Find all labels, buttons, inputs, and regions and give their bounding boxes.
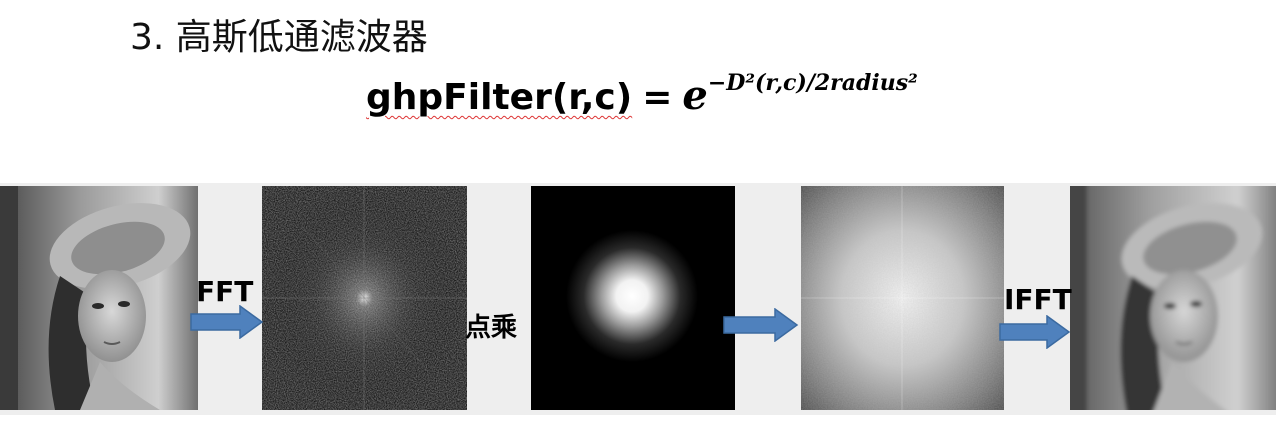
pipeline-strip: FFT 点乘 IFFT <box>0 183 1276 415</box>
arrow-right-icon <box>723 308 799 342</box>
formula-lhs: ghpFilter(r,c) <box>366 77 633 118</box>
filtered-spectrum <box>801 186 1004 410</box>
formula-base: e <box>682 72 708 119</box>
filtered-image <box>1070 186 1276 410</box>
multiply-label: 点乘 <box>465 313 518 343</box>
arrow-right-icon <box>999 315 1071 349</box>
arrow-right-icon <box>190 305 264 339</box>
section-heading: 3. 高斯低通滤波器 <box>130 17 428 58</box>
formula-exponent: −D²(r,c)/2radius² <box>707 70 918 96</box>
formula: ghpFilter(r,c)=e−D²(r,c)/2radius² <box>366 70 918 119</box>
formula-equals: = <box>642 77 673 118</box>
gaussian-mask <box>531 186 735 410</box>
original-image <box>0 186 198 410</box>
fft-label: FFT <box>196 275 254 308</box>
fft-spectrum <box>262 186 467 410</box>
ifft-label: IFFT <box>1004 283 1072 316</box>
